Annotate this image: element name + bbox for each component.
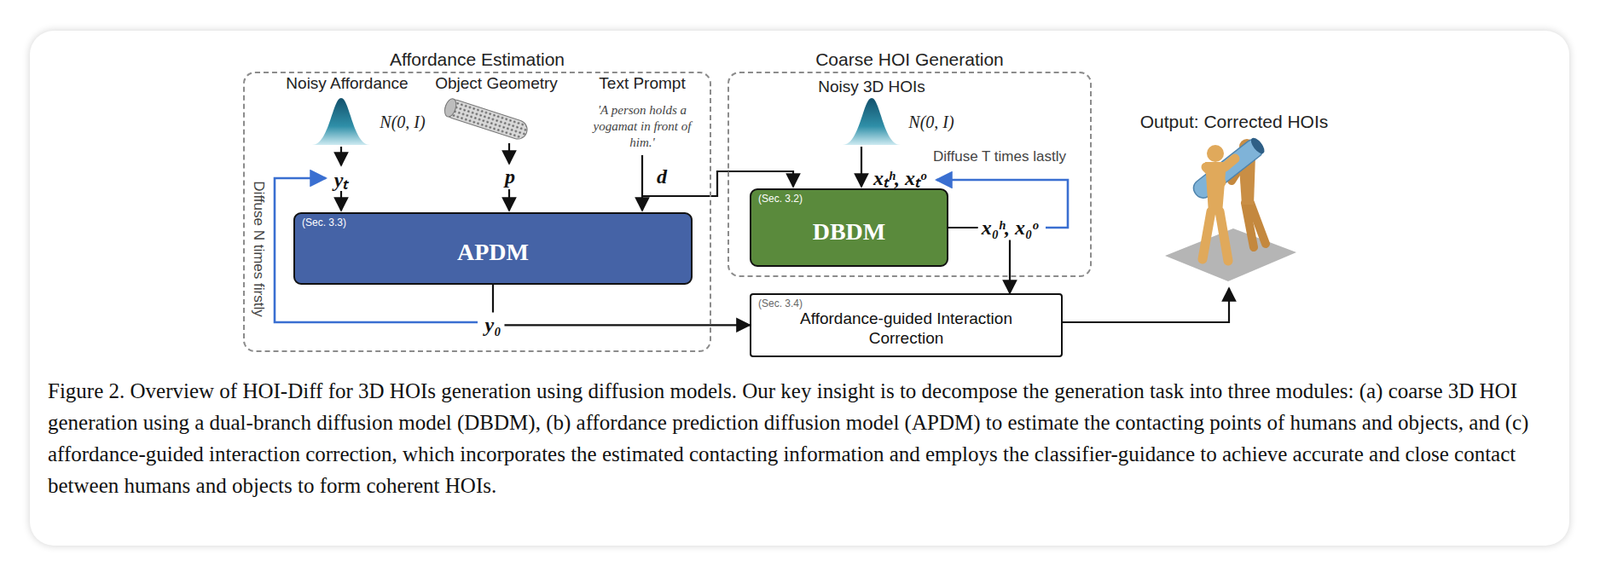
region-heading: Affordance Estimation bbox=[210, 49, 744, 70]
module-name: Affordance-guided Interaction Correction bbox=[758, 309, 1055, 349]
distribution-label: N(0, I) bbox=[379, 112, 425, 133]
section-ref: (Sec. 3.2) bbox=[758, 192, 803, 205]
module-name: DBDM bbox=[758, 204, 940, 259]
input-title: Text Prompt bbox=[598, 74, 685, 93]
input-title: Noisy Affordance bbox=[285, 74, 408, 93]
math-symbol: d bbox=[656, 165, 667, 189]
output-title: Output: Corrected HOIs bbox=[1140, 111, 1329, 133]
section-ref: (Sec. 3.3) bbox=[301, 216, 347, 229]
arrow bbox=[860, 146, 863, 187]
arrow bbox=[641, 155, 644, 211]
module-box: (Sec. 3.3)APDM bbox=[293, 212, 693, 285]
edge-label: y₀ bbox=[481, 313, 505, 338]
prompt-text: 'A person holds a yogamat in front of hi… bbox=[590, 102, 695, 151]
module-name: APDM bbox=[301, 228, 685, 277]
gaussian-icon bbox=[842, 98, 901, 145]
math-symbol: xₜʰ, xₜᵒ bbox=[873, 162, 927, 192]
region-heading: Coarse HOI Generation bbox=[695, 49, 1125, 70]
arrow bbox=[340, 191, 343, 211]
loop-note: Diffuse N times firstly bbox=[249, 180, 267, 317]
math-symbol: yₜ bbox=[334, 164, 349, 193]
section-ref: (Sec. 3.4) bbox=[758, 297, 803, 310]
output-hoi-figure bbox=[1165, 135, 1297, 282]
gaussian-icon bbox=[312, 98, 371, 145]
arrow bbox=[340, 146, 343, 166]
module-box: (Sec. 3.4)Affordance-guided Interaction … bbox=[749, 293, 1063, 358]
math-symbol: p bbox=[504, 165, 516, 189]
input-title: Object Geometry bbox=[434, 74, 558, 93]
arrow bbox=[508, 189, 511, 211]
figure-caption: Figure 2. Overview of HOI-Diff for 3D HO… bbox=[47, 375, 1558, 502]
module-box: (Sec. 3.2)DBDM bbox=[749, 188, 949, 267]
loop-note: Diffuse T times lastly bbox=[933, 148, 1067, 166]
edge-label: x₀ʰ, x₀ᵒ bbox=[978, 215, 1043, 241]
distribution-label: N(0, I) bbox=[908, 112, 954, 133]
output-arrow bbox=[1062, 288, 1229, 323]
object-geometry-mat bbox=[442, 97, 530, 142]
input-title: Noisy 3D HOIs bbox=[817, 77, 926, 97]
arrow bbox=[508, 143, 511, 164]
